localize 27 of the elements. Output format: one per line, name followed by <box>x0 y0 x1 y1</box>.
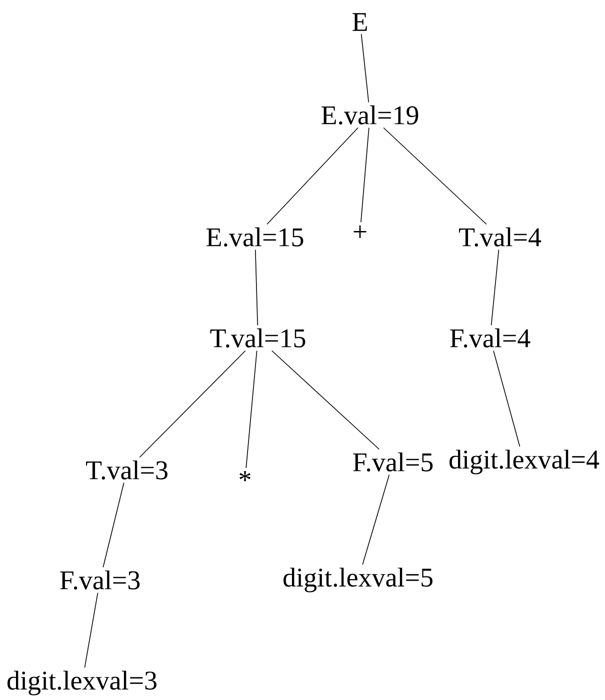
tree-line <box>383 127 487 225</box>
node-label: T.val=4 <box>459 227 542 247</box>
node-label: E <box>352 13 367 31</box>
node-label: * <box>240 471 250 482</box>
tree-line <box>362 474 390 565</box>
tree-line <box>254 249 258 326</box>
tree-line <box>272 350 380 450</box>
tree-line <box>84 592 98 668</box>
tree-line <box>493 350 520 447</box>
node-label: T.val=15 <box>210 328 306 348</box>
node-label: digit.lexval=4 <box>450 450 600 474</box>
node-label: digit.lexval=5 <box>284 568 432 592</box>
tree-line <box>490 249 500 326</box>
node-label: digit.lexval=3 <box>8 670 156 696</box>
tree-line <box>360 127 370 223</box>
tree-line <box>360 34 370 103</box>
node-label: + <box>354 225 366 238</box>
node-label: F.val=4 <box>450 328 530 348</box>
node-label: F.val=3 <box>60 570 140 590</box>
node-label: E.val=15 <box>206 227 304 247</box>
node-label: E.val=19 <box>322 105 418 125</box>
tree-line <box>266 127 358 225</box>
node-label: T.val=3 <box>86 460 168 480</box>
tree-line <box>139 350 246 458</box>
tree-line <box>102 482 124 568</box>
node-label: F.val=5 <box>353 452 433 472</box>
tree-line <box>246 350 258 468</box>
